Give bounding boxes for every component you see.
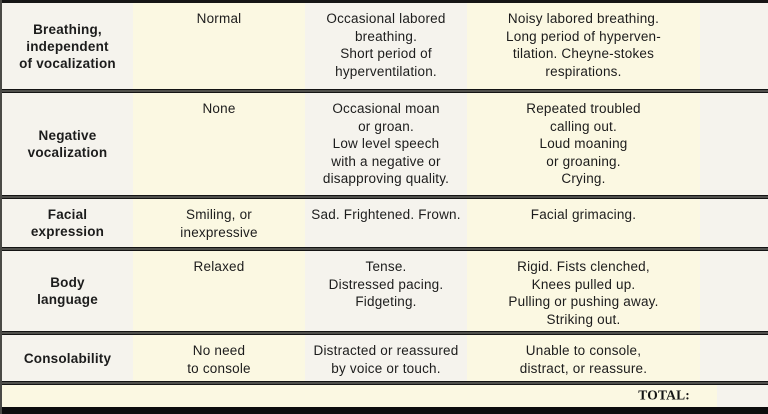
table-top-rule — [2, 0, 768, 3]
total-score-entry-cell — [717, 385, 768, 407]
negative-vocalization-score1-cell: Occasional moan or groan. Low level spee… — [322, 101, 450, 186]
table-row-consolability: Consolability No need to console Distrac… — [2, 335, 768, 381]
table-row-total: TOTAL: — [2, 385, 768, 407]
row-divider — [2, 331, 768, 335]
facial-expression-score-entry-cell — [700, 199, 768, 247]
table-bottom-bar — [2, 407, 768, 414]
consolability-score-entry-cell — [700, 335, 768, 381]
row-divider — [2, 381, 768, 385]
table-row-facial-expression: Facial expression Smiling, or inexpressi… — [2, 199, 768, 247]
negative-vocalization-score0-cell: None — [133, 93, 305, 195]
facial-expression-score2-cell: Facial grimacing. — [467, 199, 700, 247]
total-row-band: TOTAL: — [2, 385, 717, 407]
consolability-score2-cell: Unable to console, distract, or reassure… — [467, 335, 700, 381]
consolability-score0-cell: No need to console — [133, 335, 305, 381]
body-language-score-entry-cell — [700, 251, 768, 331]
row-label-negative-vocalization: Negative vocalization — [27, 128, 108, 160]
row-divider — [2, 247, 768, 251]
row-divider — [2, 195, 768, 199]
breathing-score1-cell: Occasional labored breathing. Short peri… — [326, 11, 446, 79]
breathing-score0-cell: Normal — [133, 3, 305, 89]
row-label-facial-expression: Facial expression — [30, 207, 105, 239]
row-label-consolability: Consolability — [23, 350, 112, 366]
body-language-score2-cell: Rigid. Fists clenched, Knees pulled up. … — [467, 251, 700, 331]
breathing-score-entry-cell — [700, 3, 768, 89]
body-language-score1-cell: Tense. Distressed pacing. Fidgeting. — [328, 259, 444, 309]
facial-expression-score1-cell: Sad. Frightened. Frown. — [311, 207, 461, 222]
table-row-breathing: Breathing, independent of vocalization N… — [2, 3, 768, 89]
breathing-score2-cell: Noisy labored breathing. Long period of … — [467, 3, 700, 89]
table-row-body-language: Body language Relaxed Tense. Distressed … — [2, 251, 768, 331]
table-row-negative-vocalization: Negative vocalization None Occasional mo… — [2, 93, 768, 195]
body-language-score0-cell: Relaxed — [133, 251, 305, 331]
consolability-score1-cell: Distracted or reassured by voice or touc… — [313, 343, 459, 376]
total-label: TOTAL: — [638, 387, 690, 403]
row-divider — [2, 89, 768, 93]
negative-vocalization-score-entry-cell — [700, 93, 768, 195]
row-label-body-language: Body language — [37, 275, 98, 307]
negative-vocalization-score2-cell: Repeated troubled calling out. Loud moan… — [467, 93, 700, 195]
facial-expression-score0-cell: Smiling, or inexpressive — [133, 199, 305, 247]
row-label-breathing: Breathing, independent of vocalization — [19, 21, 116, 71]
